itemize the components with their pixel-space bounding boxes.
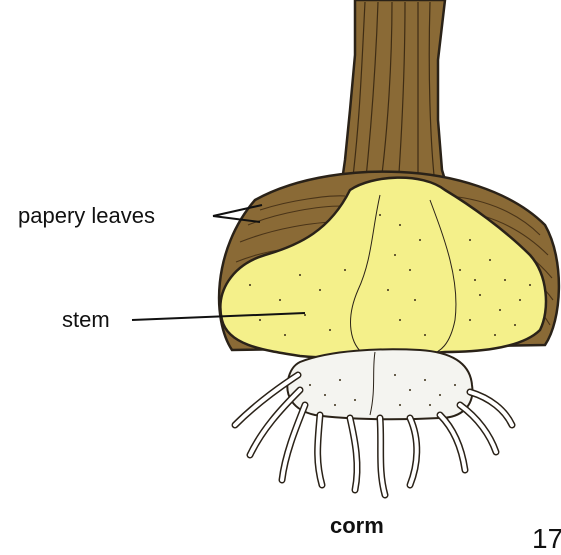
corm-illustration	[0, 0, 561, 543]
diagram-title: corm	[330, 513, 384, 539]
new-corm	[287, 349, 472, 419]
page-number: 17	[532, 523, 561, 555]
stalk	[340, 0, 448, 195]
papery-leaves-label: papery leaves	[18, 203, 155, 229]
stem-label: stem	[62, 307, 110, 333]
